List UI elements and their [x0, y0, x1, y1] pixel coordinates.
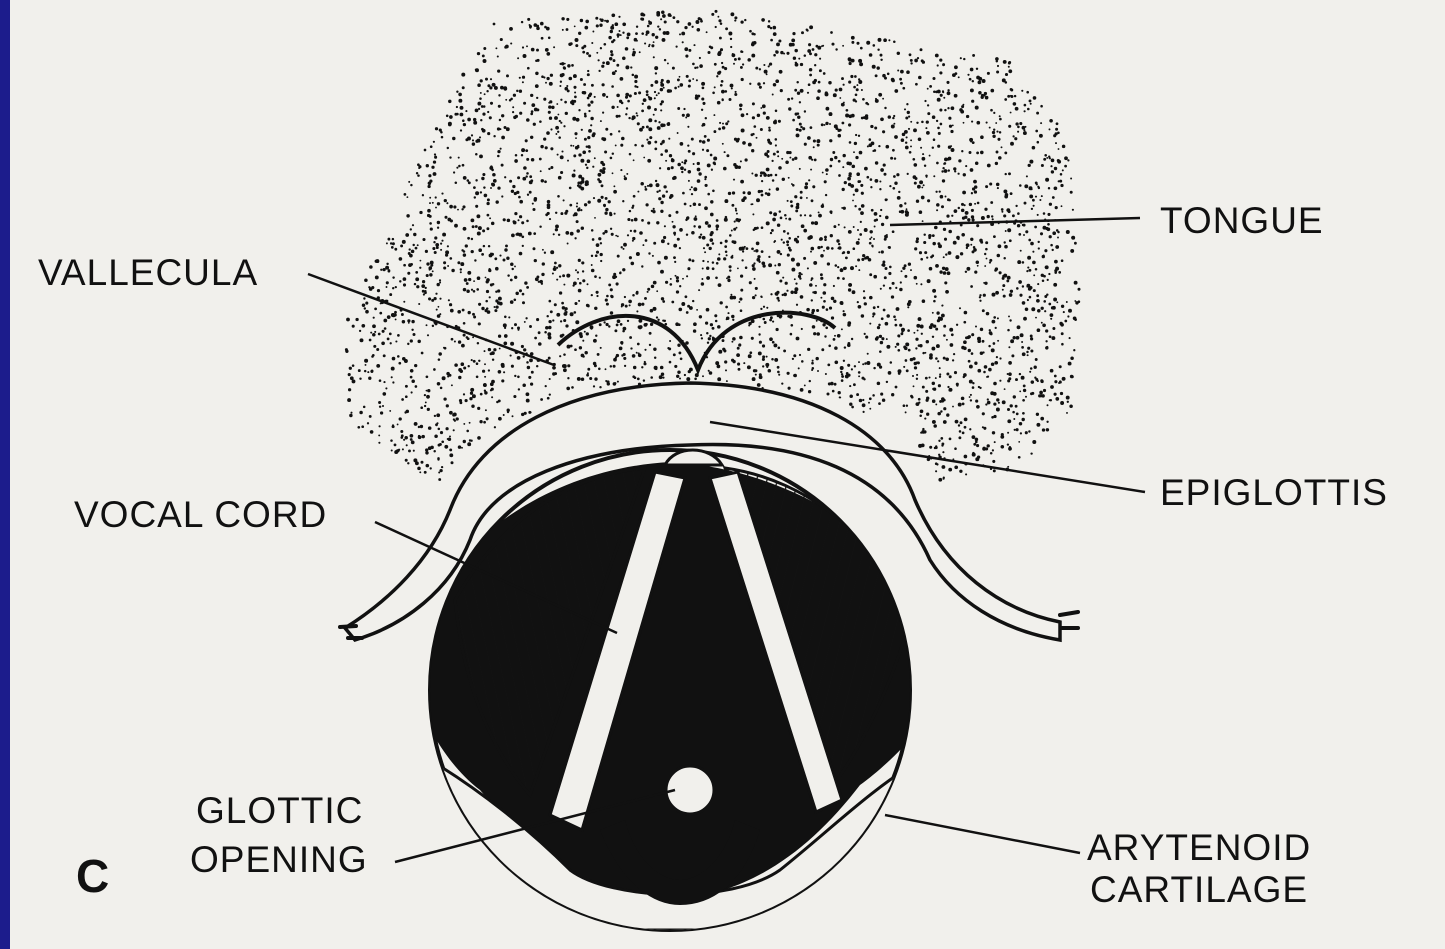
epiglottis-label: EPIGLOTTIS: [1160, 470, 1388, 516]
epiglottis-tip: [558, 313, 835, 370]
arytenoid-label-line2: CARTILAGE: [1090, 867, 1308, 913]
vallecula-label: VALLECULA: [38, 250, 258, 296]
vocal-cord-label: VOCAL CORD: [74, 492, 327, 538]
arytenoid-leader: [885, 815, 1080, 853]
arytenoid-label-line1: ARYTENOID: [1087, 825, 1311, 871]
vallecula-leader: [308, 274, 554, 365]
glottic-opening-label-line1: GLOTTIC: [196, 788, 363, 834]
panel-letter: C: [76, 848, 110, 906]
figure-frame: TONGUE VALLECULA EPIGLOTTIS VOCAL CORD G…: [10, 0, 1445, 949]
glottic-opening-label-line2: OPENING: [190, 837, 368, 883]
tongue-label: TONGUE: [1160, 198, 1324, 244]
